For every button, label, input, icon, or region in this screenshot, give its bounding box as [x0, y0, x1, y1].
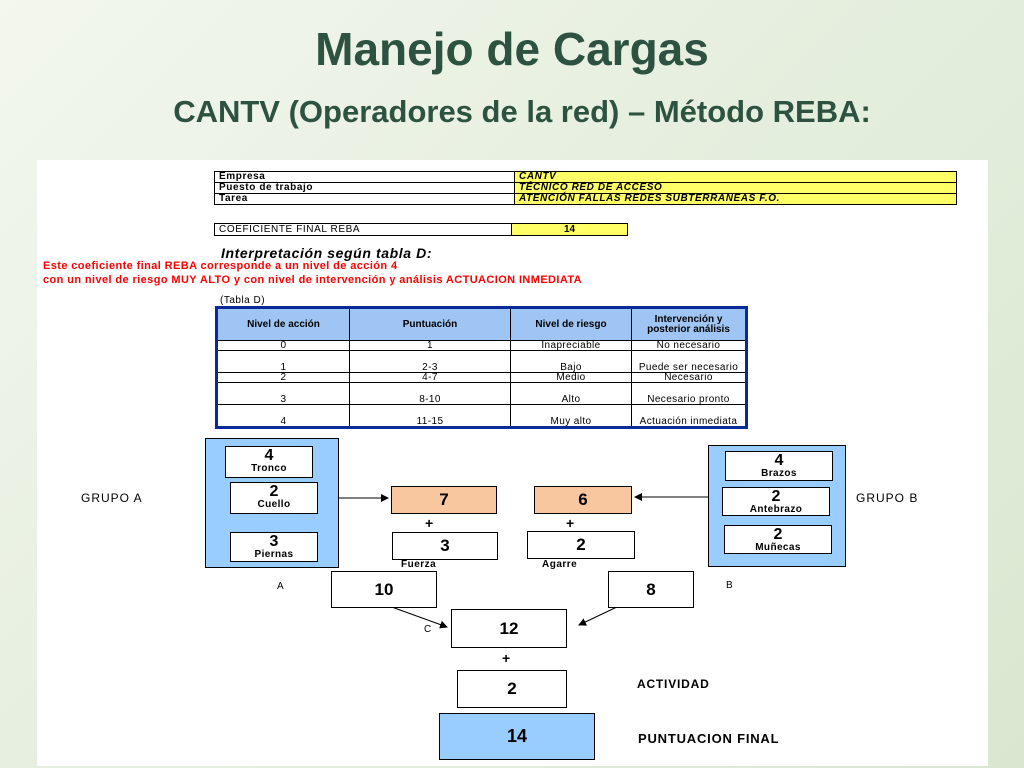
arrow-b-to-c [578, 605, 620, 626]
antebrazo-value: 2 [771, 488, 781, 505]
coeficiente-label: COEFICIENTE FINAL REBA [215, 224, 512, 235]
tabla-d-caption: (Tabla D) [220, 295, 266, 306]
slide-title: Manejo de Cargas [315, 23, 709, 75]
cuello-label: Cuello [257, 499, 291, 510]
brazos-box: 4 Brazos [725, 451, 833, 481]
piernas-box: 3 Piernas [230, 532, 318, 562]
tronco-value: 4 [264, 447, 274, 464]
interpretacion-heading: Interpretación según tabla D: [221, 245, 433, 261]
plus-sign: + [566, 515, 575, 531]
reba-worksheet: Empresa CANTV Puesto de trabajo TÉCNICO … [37, 160, 988, 766]
brazos-label: Brazos [761, 468, 797, 479]
score-b-label: B [726, 580, 734, 591]
munecas-label: Muñecas [755, 542, 801, 553]
piernas-label: Piernas [254, 549, 294, 560]
info-value: TÉCNICO RED DE ACCESO [515, 183, 956, 193]
tronco-label: Tronco [251, 463, 287, 474]
cuello-box: 2 Cuello [230, 482, 318, 514]
score-a-label: A [277, 581, 285, 592]
slide-subtitle: CANTV (Operadores de la red) – Método RE… [173, 94, 871, 129]
coeficiente-value: 14 [512, 224, 627, 235]
table-row: 2 4-7 Medio Necesario [216, 372, 747, 383]
flow-arrows [337, 493, 708, 629]
tronco-box: 4 Tronco [225, 446, 313, 478]
table-row: 4 11-15 Muy alto Actuación inmediata [216, 404, 747, 428]
table-row: 3 8-10 Alto Necesario pronto [216, 382, 747, 405]
info-row-empresa: Empresa CANTV [215, 172, 956, 182]
arrow-a-to-c [388, 605, 448, 629]
interpretacion-line-1: Este coeficiente final REBA corresponde … [43, 260, 398, 272]
table-cell: Muy alto [510, 404, 632, 428]
agarre-value: 2 [527, 531, 635, 559]
fuerza-label: Fuerza [401, 559, 437, 570]
actividad-value: 2 [457, 670, 567, 708]
info-label: Empresa [215, 172, 515, 182]
tabla-c-value: 12 [451, 609, 567, 648]
score-a: 10 [331, 571, 437, 608]
fuerza-value: 3 [392, 532, 498, 560]
tabla-a-result: 7 [391, 486, 497, 514]
table-row: 1 2-3 Bajo Puede ser necesario [216, 350, 747, 373]
column-header: Puntuación [349, 307, 511, 341]
info-value: CANTV [515, 172, 956, 182]
table-cell: 4 [216, 404, 350, 428]
tabla-d-header-row: Nivel de acción Puntuación Nivel de ries… [216, 307, 747, 341]
info-table: Empresa CANTV Puesto de trabajo TÉCNICO … [214, 171, 957, 205]
info-row-puesto: Puesto de trabajo TÉCNICO RED DE ACCESO [215, 182, 956, 193]
grupo-a-label: GRUPO A [81, 491, 143, 505]
info-value: ATENCIÓN FALLAS REDES SUBTERRANEAS F.O. [515, 194, 956, 204]
info-label: Tarea [215, 194, 515, 204]
tabla-b-result: 6 [534, 486, 632, 514]
column-header: Nivel de riesgo [510, 307, 632, 341]
table-cell: Actuación inmediata [631, 404, 747, 428]
antebrazo-box: 2 Antebrazo [722, 487, 830, 516]
antebrazo-label: Antebrazo [749, 504, 803, 515]
plus-sign: + [502, 650, 511, 666]
munecas-value: 2 [773, 526, 783, 543]
column-header: Intervención y posterior análisis [631, 307, 747, 341]
score-b: 8 [608, 571, 694, 608]
agarre-label: Agarre [542, 559, 578, 570]
actividad-label: ACTIVIDAD [637, 677, 710, 691]
plus-sign: + [425, 515, 434, 531]
piernas-value: 3 [269, 533, 279, 550]
munecas-box: 2 Muñecas [724, 525, 832, 554]
info-label: Puesto de trabajo [215, 183, 515, 193]
info-row-tarea: Tarea ATENCIÓN FALLAS REDES SUBTERRANEAS… [215, 193, 956, 204]
coeficiente-row: COEFICIENTE FINAL REBA 14 [214, 223, 628, 236]
puntuacion-final-label: PUNTUACION FINAL [638, 731, 780, 746]
brazos-value: 4 [774, 452, 784, 469]
grupo-b-label: GRUPO B [856, 491, 919, 505]
table-cell: 11-15 [349, 404, 511, 428]
tabla-d: Nivel de acción Puntuación Nivel de ries… [215, 306, 748, 429]
interpretacion-line-2: con un nivel de riesgo MUY ALTO y con ni… [43, 274, 583, 286]
puntuacion-final-value: 14 [439, 713, 595, 760]
cuello-value: 2 [269, 483, 279, 500]
tabla-c-label: C [424, 624, 432, 635]
